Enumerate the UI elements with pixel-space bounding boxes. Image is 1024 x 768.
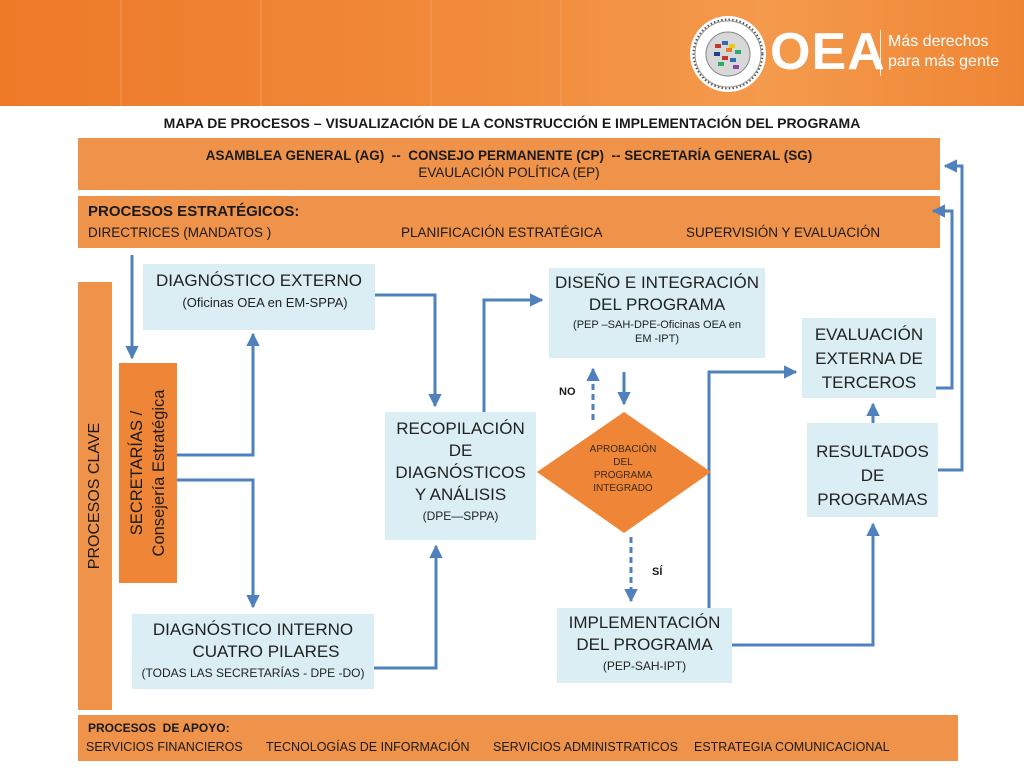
results-line-2: DE xyxy=(860,466,885,485)
slogan: Más derechos para más gente xyxy=(888,32,999,72)
design-sub-2: EM -IPT) xyxy=(635,333,679,345)
external-diagnosis-box: DIAGNÓSTICO EXTERNO (Oficinas OEA en EM-… xyxy=(143,264,375,330)
implementation-line-1: IMPLEMENTACIÓN xyxy=(568,613,721,632)
support-processes-bar: PROCESOS DE APOYO: SERVICIOS FINANCIEROS… xyxy=(78,715,958,761)
implementation-box: IMPLEMENTACIÓN DEL PROGRAMA (PEP-SAH-IPT… xyxy=(557,608,732,683)
governance-evaluation: EVAULACIÓN POLÍTICA (EP) xyxy=(418,165,600,180)
arrow-secretariats-to-internal xyxy=(177,478,260,609)
implementation-sub: (PEP-SAH-IPT) xyxy=(602,659,687,673)
arrow-internal-to-compilation xyxy=(374,544,443,670)
arrow-implementation-to-results xyxy=(732,522,880,647)
compilation-line-4: Y ANÁLISIS xyxy=(414,485,507,504)
compilation-sub: (DPE—SPPA) xyxy=(422,509,499,523)
results-line-3: PROGRAMAS xyxy=(817,490,928,509)
page-title: MAPA DE PROCESOS – VISUALIZACIÓN DE LA C… xyxy=(163,115,861,131)
support-item-it: TECNOLOGÍAS DE INFORMACIÓN xyxy=(266,740,470,754)
support-item-communication: ESTRATEGIA COMUNICACIONAL xyxy=(694,740,890,754)
compilation-box: RECOPILACIÓN DE DIAGNÓSTICOS Y ANÁLISIS … xyxy=(385,412,536,540)
approval-no-label: NO xyxy=(559,386,576,398)
arrow-implementation-to-evaluation xyxy=(707,365,798,608)
governance-bodies: ASAMBLEA GENERAL (AG) -- CONSEJO PERMANE… xyxy=(205,148,813,163)
oas-seal-logo xyxy=(690,16,766,92)
external-diagnosis-title: DIAGNÓSTICO EXTERNO xyxy=(156,271,362,290)
arrow-evaluation-to-strategic xyxy=(931,204,954,390)
strategic-item-planning: PLANIFICACIÓN ESTRATÉGICA xyxy=(401,225,603,240)
approval-yes-label: SÍ xyxy=(652,566,663,578)
internal-diagnosis-line-1: DIAGNÓSTICO INTERNO xyxy=(152,620,354,639)
design-line-2: DEL PROGRAMA xyxy=(588,295,726,314)
results-line-1: RESULTADOS xyxy=(816,442,929,461)
internal-diagnosis-sub: (TODAS LAS SECRETARÍAS - DPE -DO) xyxy=(141,666,365,680)
evaluation-line-1: EVALUACIÓN xyxy=(814,325,924,344)
design-box: DISEÑO E INTEGRACIÓN DEL PROGRAMA (PEP –… xyxy=(549,268,765,358)
approval-line-1: APROBACIÓN xyxy=(589,444,657,455)
key-processes-bar: PROCESOS CLAVE xyxy=(78,282,112,710)
oea-wordmark: OEA xyxy=(770,23,886,81)
header-banner xyxy=(0,0,1024,106)
internal-diagnosis-line-2: CUATRO PILARES xyxy=(192,642,340,661)
support-item-admin: SERVICIOS ADMINISTRATICOS xyxy=(493,740,678,754)
compilation-line-3: DIAGNÓSTICOS xyxy=(395,463,526,482)
strategic-item-directives: DIRECTRICES (MANDATOS ) xyxy=(88,225,272,240)
secretariats-box: SECRETARÍAS / Consejería Estratégica xyxy=(119,363,177,583)
strategic-heading: PROCESOS ESTRATÉGICOS: xyxy=(88,203,300,220)
slogan-divider xyxy=(880,30,881,76)
approval-diamond xyxy=(537,412,711,533)
implementation-line-2: DEL PROGRAMA xyxy=(576,635,713,654)
support-heading: PROCESOS DE APOYO: xyxy=(88,721,230,735)
support-item-financial: SERVICIOS FINANCIEROS xyxy=(86,740,243,754)
slogan-line-1: Más derechos xyxy=(888,33,989,50)
approval-line-2: DEL xyxy=(613,457,633,468)
external-evaluation-box: EVALUACIÓN EXTERNA DE TERCEROS xyxy=(802,318,936,398)
approval-line-3: PROGRAMA xyxy=(593,470,653,481)
governance-bar: ASAMBLEA GENERAL (AG) -- CONSEJO PERMANE… xyxy=(78,138,940,190)
strategic-item-supervision: SUPERVISIÓN Y EVALUACIÓN xyxy=(686,225,881,240)
compilation-line-1: RECOPILACIÓN xyxy=(396,419,525,438)
external-diagnosis-sub: (Oficinas OEA en EM-SPPA) xyxy=(182,295,348,310)
arrow-results-to-governance xyxy=(938,159,964,472)
design-line-1: DISEÑO E INTEGRACIÓN xyxy=(554,273,760,292)
arrow-secretariats-to-external xyxy=(177,332,260,457)
approval-text: APROBACIÓN DEL PROGRAMA INTEGRADO xyxy=(578,443,668,495)
evaluation-line-3: TERCEROS xyxy=(821,373,917,392)
design-sub-1: (PEP –SAH-DPE-Oficinas OEA en xyxy=(573,319,741,331)
arrow-compilation-to-design xyxy=(482,293,544,412)
compilation-line-2: DE xyxy=(448,441,473,460)
arrow-external-to-compilation xyxy=(375,293,442,408)
internal-diagnosis-box: DIAGNÓSTICO INTERNO CUATRO PILARES (TODA… xyxy=(132,614,374,689)
slogan-line-2: para más gente xyxy=(888,53,1000,70)
strategic-processes-bar: PROCESOS ESTRATÉGICOS: DIRECTRICES (MAND… xyxy=(78,196,940,248)
program-results-box: RESULTADOS DE PROGRAMAS xyxy=(807,423,938,517)
evaluation-line-2: EXTERNA DE xyxy=(815,349,923,368)
approval-line-4: INTEGRADO xyxy=(593,483,653,494)
